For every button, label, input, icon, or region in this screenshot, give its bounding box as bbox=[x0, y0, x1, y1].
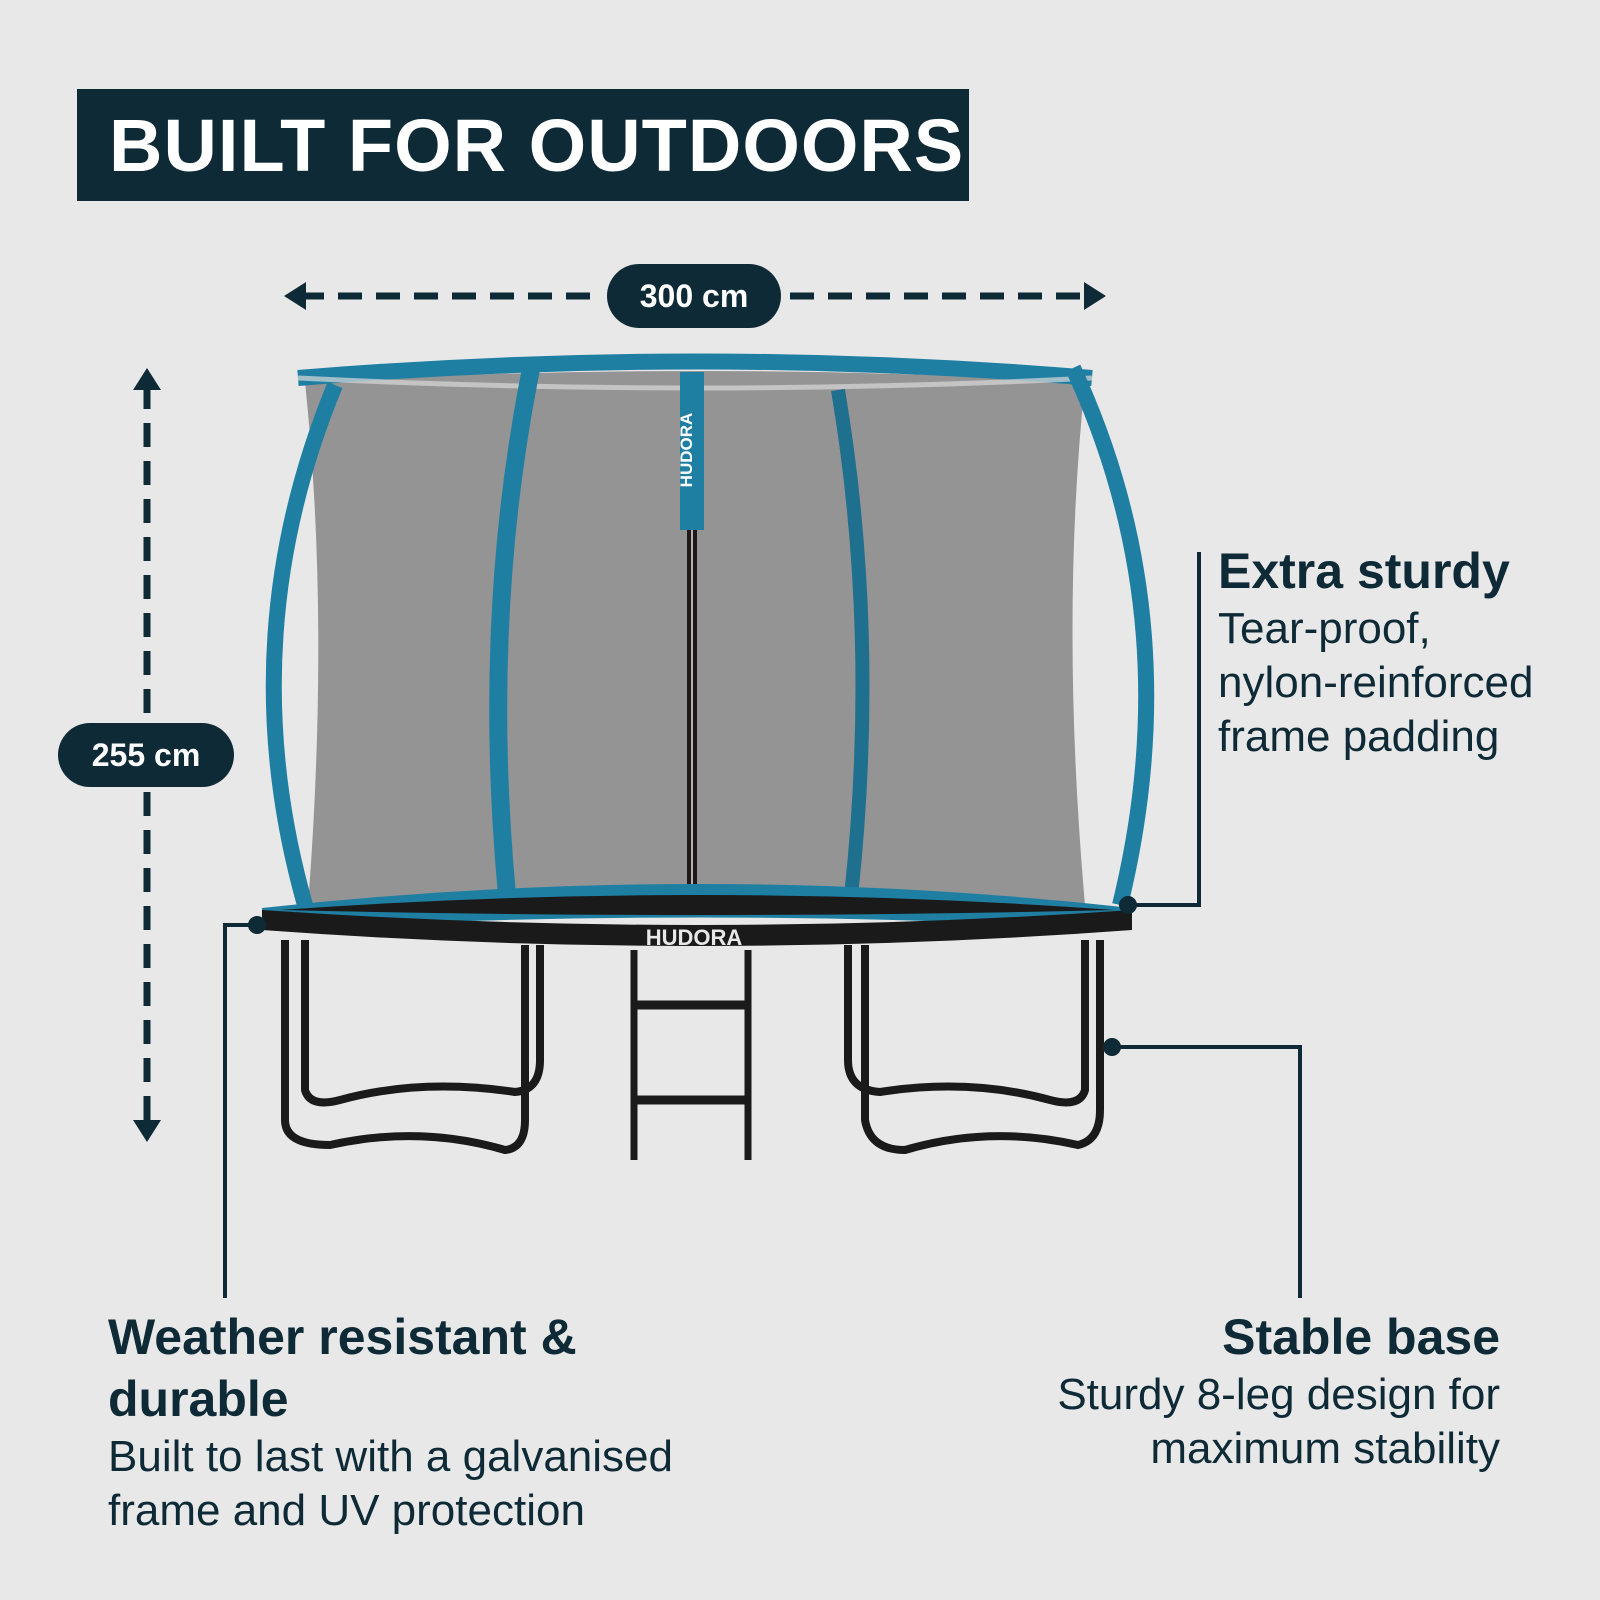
legs bbox=[281, 940, 1104, 1155]
page-title-text: BUILT FOR OUTDOORS bbox=[109, 103, 965, 187]
height-label-text: 255 cm bbox=[91, 736, 201, 773]
height-label: 255 cm bbox=[58, 723, 234, 787]
zipper-brand-mark: HUDORA bbox=[677, 413, 696, 488]
net-top-ring bbox=[297, 353, 1093, 386]
ladder bbox=[630, 950, 752, 1160]
entrance-zipper bbox=[680, 372, 704, 530]
trampoline: HUDORA HUDORA bbox=[262, 353, 1155, 1160]
frame-skirt bbox=[262, 910, 1132, 946]
feature-heading: Weather resistant & bbox=[108, 1309, 577, 1365]
page-title: BUILT FOR OUTDOORS bbox=[77, 89, 969, 201]
feature-line: maximum stability bbox=[1150, 1424, 1500, 1473]
pole-left-inner bbox=[489, 362, 541, 906]
feature-line: Sturdy 8-leg design for bbox=[1057, 1370, 1500, 1419]
pole-left-outer bbox=[265, 381, 343, 908]
feature-stable-base: Stable base Sturdy 8-leg design for maxi… bbox=[980, 1306, 1500, 1476]
feature-heading: Stable base bbox=[1222, 1309, 1500, 1365]
callout-weather bbox=[223, 916, 266, 1298]
feature-heading: durable bbox=[108, 1371, 289, 1427]
feature-line: nylon-reinforced bbox=[1218, 658, 1534, 707]
feature-line: frame and UV protection bbox=[108, 1486, 585, 1535]
width-label-text: 300 cm bbox=[639, 277, 749, 314]
pole-right-outer bbox=[1065, 364, 1155, 907]
feature-heading: Extra sturdy bbox=[1218, 543, 1510, 599]
height-dimension-arrow bbox=[133, 368, 161, 1142]
feature-line: Tear-proof, bbox=[1218, 604, 1431, 653]
feature-line: frame padding bbox=[1218, 712, 1500, 761]
callout-base bbox=[1103, 1038, 1302, 1298]
feature-extra-sturdy: Extra sturdy Tear-proof, nylon-reinforce… bbox=[1218, 540, 1588, 764]
callout-sturdy bbox=[1119, 552, 1201, 914]
pole-right-inner bbox=[831, 388, 870, 906]
feature-weather-resistant: Weather resistant & durable Built to las… bbox=[108, 1306, 808, 1538]
width-label: 300 cm bbox=[607, 264, 781, 328]
feature-line: Built to last with a galvanised bbox=[108, 1432, 673, 1481]
width-dimension-arrow bbox=[284, 282, 1106, 310]
skirt-brand-mark: HUDORA bbox=[646, 925, 743, 950]
